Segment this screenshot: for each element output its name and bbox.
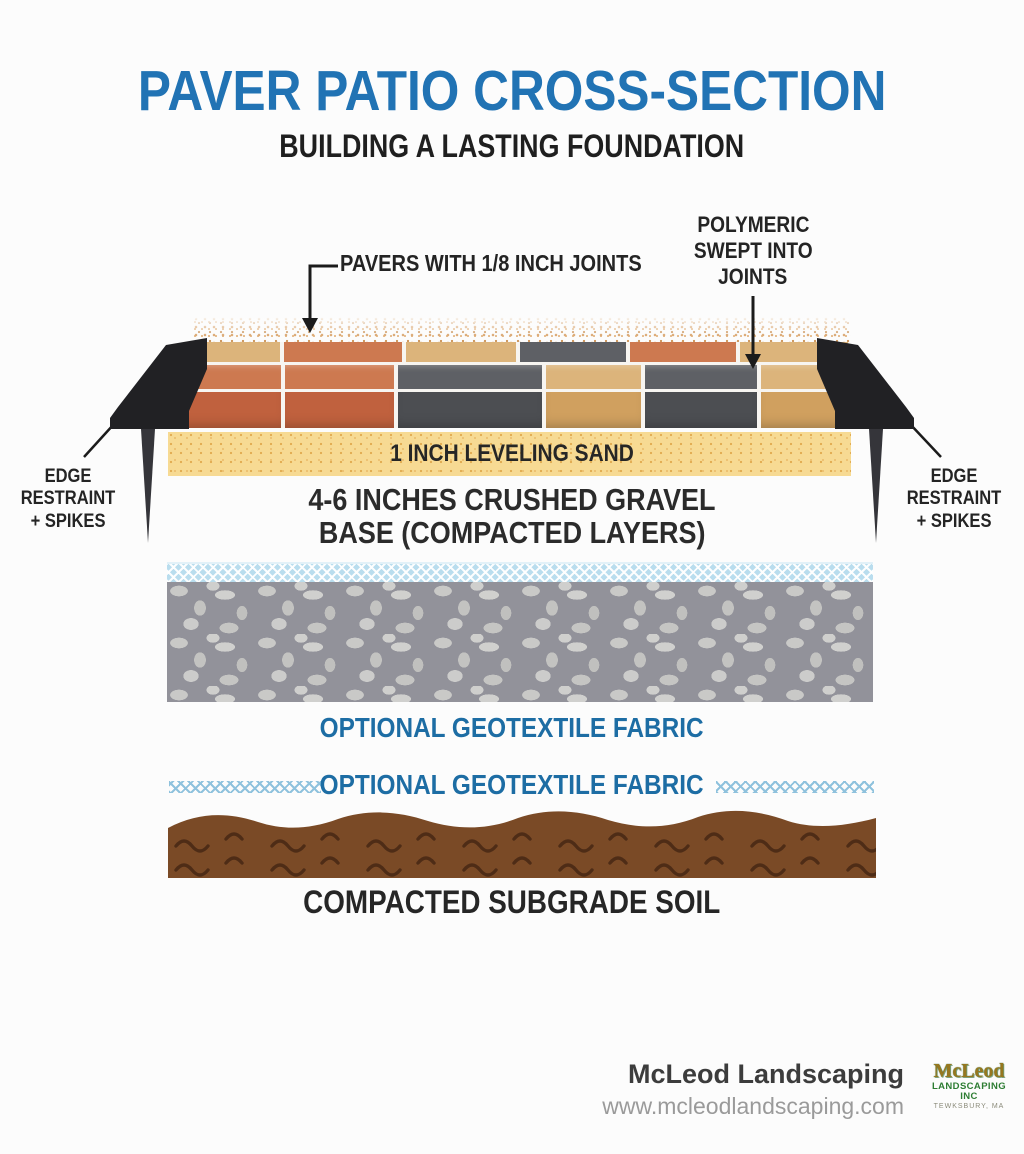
label-geotextile-lower: OPTIONAL GEOTEXTILE FABRIC — [320, 769, 704, 800]
label-pavers-joints: PAVERS WITH 1/8 INCH JOINTS — [340, 250, 642, 276]
label-polymeric-sand: POLYMERIC SWEPT INTO JOINTS — [693, 212, 813, 289]
paver-row-back — [168, 342, 874, 363]
page-title: PAVER PATIO CROSS-SECTION — [137, 59, 887, 123]
logo-subtitle: LANDSCAPING INC — [931, 1081, 1007, 1103]
paver-gray — [641, 392, 757, 428]
page-subtitle: BUILDING A LASTING FOUNDATION — [279, 128, 745, 164]
paver-tan — [542, 392, 642, 428]
soil-squiggles — [168, 830, 876, 878]
gravel-base-layer — [167, 562, 873, 702]
label-edge-restraint-left: EDGE RESTRAINT + SPIKES — [20, 466, 116, 532]
leveling-sand-layer — [168, 432, 851, 476]
label-edge-restraint-right: EDGE RESTRAINT + SPIKES — [906, 466, 1002, 532]
paver-gray — [394, 392, 543, 428]
crushed-gravel-texture — [167, 582, 873, 702]
paver-orange — [626, 342, 737, 363]
paver-tan — [756, 392, 874, 428]
logo-wordmark: McLeod — [933, 1060, 1005, 1082]
footer: McLeod Landscaping www.mcleodlandscaping… — [560, 1058, 904, 1121]
label-subgrade-soil: COMPACTED SUBGRADE SOIL — [303, 884, 721, 920]
pavers-leader-line — [308, 264, 338, 320]
subgrade-soil-layer — [168, 810, 876, 878]
paver-gray — [515, 342, 626, 363]
paver-tan — [756, 365, 874, 390]
footer-company-name: McLeod Landscaping — [627, 1059, 904, 1089]
paver-tan — [542, 365, 642, 390]
paver-gray — [641, 365, 757, 390]
paver-orange — [281, 365, 395, 390]
paver-orange — [279, 342, 403, 363]
paver-orange — [281, 392, 395, 428]
label-geotextile-upper: OPTIONAL GEOTEXTILE FABRIC — [320, 712, 704, 743]
paver-gray — [394, 365, 543, 390]
company-logo: McLeod LANDSCAPING INC TEWKSBURY, MA — [924, 1060, 1014, 1111]
logo-location: TEWKSBURY, MA — [933, 1102, 1005, 1110]
paver-assembly — [168, 342, 874, 428]
paver-orange — [168, 365, 282, 390]
geotextile-chain-left — [169, 781, 321, 793]
paver-orange — [168, 392, 282, 428]
label-leveling-sand: 1 INCH LEVELING SAND — [390, 440, 634, 467]
label-gravel-base: 4-6 INCHES CRUSHED GRAVEL BASE (COMPACTE… — [308, 482, 716, 550]
paver-tan — [168, 342, 280, 363]
paver-row-top — [168, 362, 874, 390]
paver-tan — [402, 342, 516, 363]
paver-tan — [736, 342, 874, 363]
paver-row-front — [168, 389, 874, 428]
footer-website: www.mcleodlandscaping.com — [602, 1092, 904, 1119]
geotextile-chain-right — [716, 781, 874, 793]
geotextile-fabric-strip — [167, 562, 873, 582]
